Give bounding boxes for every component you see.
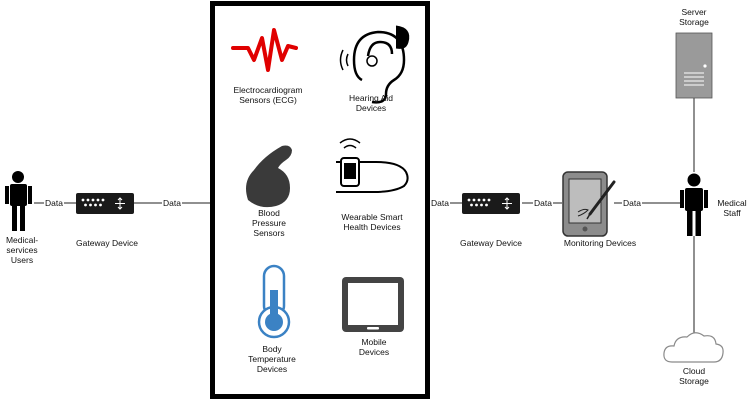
edge-label-data: Data <box>44 198 64 208</box>
router-icon <box>462 193 520 214</box>
edge-label-data: Data <box>533 198 553 208</box>
edge-label-data: Data <box>622 198 642 208</box>
person-icon <box>5 171 32 231</box>
router-icon <box>76 193 134 214</box>
server-icon <box>675 32 713 99</box>
monitoring-label: Monitoring Devices <box>563 238 637 248</box>
tablet-stylus-icon <box>562 171 616 237</box>
edge-label-data: Data <box>162 198 182 208</box>
ecg-wave-icon <box>231 28 298 72</box>
hearing-aid-icon <box>339 25 410 104</box>
edge-label-data: Data <box>430 198 450 208</box>
person-icon <box>680 173 708 236</box>
mobile-tablet-icon <box>342 277 404 332</box>
gateway-right-label: Gateway Device <box>460 238 522 248</box>
cloud-icon <box>663 332 724 363</box>
smartwatch-icon <box>336 138 409 193</box>
flexed-arm-icon <box>246 145 292 208</box>
gateway-left-label: Gateway Device <box>76 238 138 248</box>
thermometer-icon <box>257 264 291 339</box>
